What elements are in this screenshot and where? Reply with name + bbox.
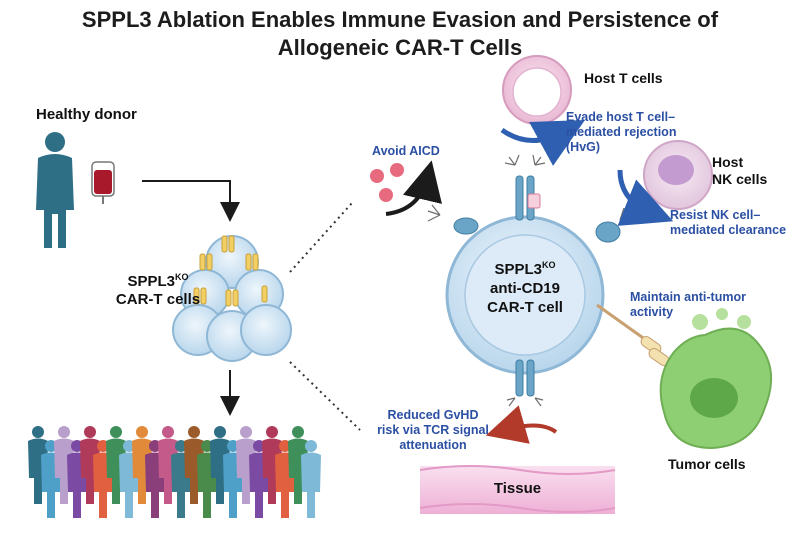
cart-cells-line2: CAR-T cells xyxy=(115,291,201,308)
person-icon xyxy=(36,132,74,248)
gvhd-line3: attenuation xyxy=(399,438,467,452)
car-t-cell-icon xyxy=(427,154,633,407)
gvhd-line2: risk via TCR signal xyxy=(377,423,489,437)
cart-cells-sup: KO xyxy=(175,272,189,282)
donor-label: Healthy donor xyxy=(36,106,137,123)
host-nk-line1: Host xyxy=(712,154,744,170)
antitumor-line1: Maintain anti-tumor xyxy=(630,290,746,304)
central-cell-line3: CAR-T cell xyxy=(487,299,563,316)
host-t-cell-icon xyxy=(502,55,572,125)
host-nk-label: Host NK cells xyxy=(712,154,767,188)
avoid-aicd-label: Avoid AICD xyxy=(372,144,440,158)
antitumor-line2: activity xyxy=(630,305,674,319)
aicd-cells-icon xyxy=(370,163,404,202)
evade-line2: mediated rejection xyxy=(566,125,677,139)
host-nk-line2: NK cells xyxy=(712,171,768,187)
resist-nk-label: Resist NK cell– mediated clearance xyxy=(670,208,786,238)
evade-line3: (HvG) xyxy=(566,140,601,154)
antitumor-label: Maintain anti-tumor activity xyxy=(630,290,746,320)
tumor-label: Tumor cells xyxy=(668,456,746,472)
tissue-label: Tissue xyxy=(493,480,542,497)
crowd-person-icon xyxy=(301,440,321,518)
central-cell-label: SPPL3KO anti-CD19 CAR-T cell xyxy=(475,256,575,317)
tumor-cell-icon xyxy=(659,308,773,450)
evade-line1: Evade host T cell– xyxy=(566,110,676,124)
tissue-band xyxy=(419,465,616,514)
crowd-icon xyxy=(28,426,321,518)
figure-title-line1: SPPL3 Ablation Enables Immune Evasion an… xyxy=(81,7,719,32)
central-cell-sup: KO xyxy=(542,260,556,270)
gvhd-label: Reduced GvHD risk via TCR signal attenua… xyxy=(358,408,508,453)
central-cell-line2: anti-CD19 xyxy=(489,280,560,297)
host-t-label: Host T cells xyxy=(584,70,663,86)
evade-label: Evade host T cell– mediated rejection (H… xyxy=(566,110,676,155)
blood-bag-icon xyxy=(91,161,115,204)
cart-cells-label: SPPL3KO CAR-T cells xyxy=(108,268,208,309)
central-cell-prefix: SPPL3 xyxy=(494,261,543,278)
resist-nk-line1: Resist NK cell– xyxy=(670,208,761,222)
car-t-cluster-icon xyxy=(172,235,292,362)
figure-title-line2: Allogeneic CAR-T Cells xyxy=(277,35,523,60)
resist-nk-line2: mediated clearance xyxy=(670,223,787,237)
cart-cells-prefix: SPPL3 xyxy=(127,273,176,290)
gvhd-line1: Reduced GvHD xyxy=(387,408,479,422)
